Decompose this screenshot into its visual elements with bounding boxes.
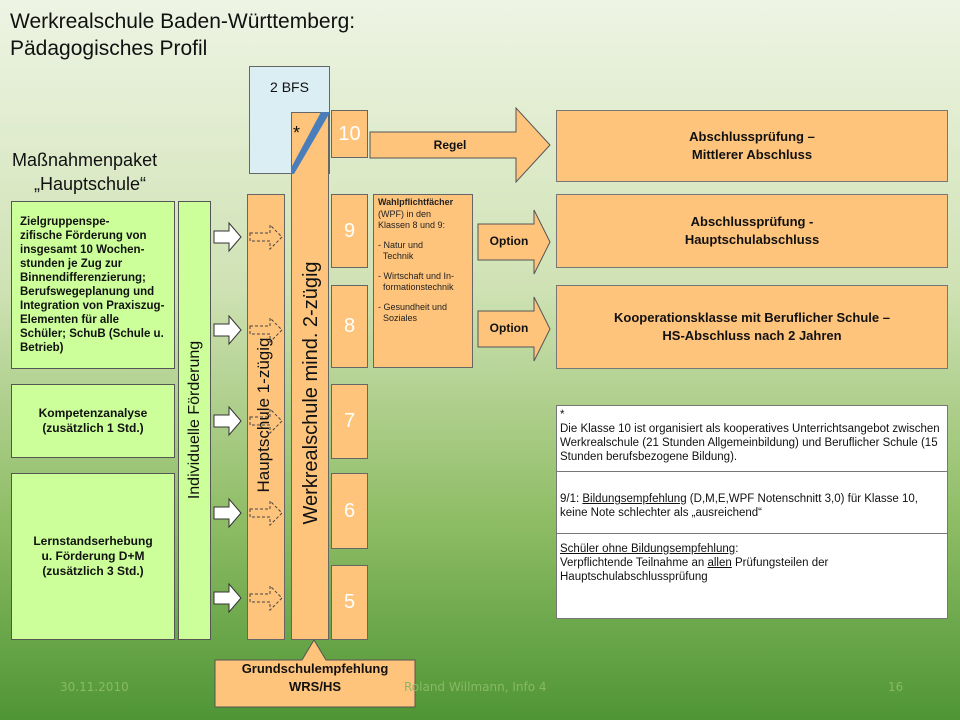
- result-mittlerer-abschluss: Abschlussprüfung – Mittlerer Abschluss: [556, 110, 948, 182]
- page-title: Werkrealschule Baden-Württemberg: Pädago…: [10, 8, 355, 62]
- option-arrow-2: [477, 296, 551, 362]
- grade-10: 10: [331, 110, 368, 158]
- dashed-arrow-overlay-4: [249, 499, 283, 527]
- note3-part-a: : Verpflichtende Teilnahme an: [560, 543, 739, 569]
- option-label-1: Option: [489, 234, 529, 248]
- grade-5: 5: [331, 565, 368, 640]
- grade-6: 6: [331, 473, 368, 549]
- triangle-layer: [291, 112, 329, 174]
- hollow-arrow-5: [213, 582, 242, 614]
- note2-underlined: Bildungsempfehlung: [582, 493, 687, 505]
- option-arrow-1: [477, 209, 551, 275]
- note-bildungsempfehlung: 9/1: Bildungsempfehlung (D,M,E,WPF Noten…: [557, 472, 947, 534]
- blue-wedge: [291, 112, 329, 174]
- dashed-arrow-overlay-1: [249, 223, 283, 251]
- wpf-line-4: Technik: [378, 251, 414, 261]
- grade-7: 7: [331, 384, 368, 459]
- measures-line-2: „Hauptschule“: [34, 174, 147, 194]
- individuelle-foerderung-box: Individuelle Förderung: [178, 201, 211, 640]
- hollow-arrow-3: [213, 405, 242, 437]
- note3-underlined-allen: allen: [707, 557, 732, 569]
- hollow-arrow-1: [213, 221, 242, 253]
- dashed-arrow-overlay-5: [249, 584, 283, 612]
- measures-line-1: Maßnahmenpaket: [12, 150, 158, 170]
- wpf-line-10: Soziales: [378, 313, 418, 323]
- note2-rest: (D,M,E,WPF Notenschnitt 3,0) für Klasse …: [560, 493, 918, 519]
- wpf-line-6: - Wirtschaft und In-: [378, 270, 455, 281]
- hauptschule-label: Hauptschule 1-zügig: [254, 337, 273, 493]
- regel-label: Regel: [433, 138, 467, 152]
- note-ohne-empfehlung: Schüler ohne Bildungsempfehlung: Verpfli…: [557, 534, 947, 586]
- wpf-line-1: Klassen 8 und 9:: [378, 220, 446, 230]
- grade-8: 8: [331, 285, 368, 368]
- dashed-arrow-overlay-3: [249, 407, 283, 435]
- hollow-arrows: [213, 221, 242, 614]
- measures-heading: Maßnahmenpaket „Hauptschule“: [12, 148, 157, 196]
- werkrealschule-label: Werkrealschule mind. 2-zügig: [300, 261, 322, 525]
- note2-prefix: 9/1:: [560, 493, 583, 505]
- lernstand-box: Lernstandserhebung u. Förderung D+M (zus…: [11, 473, 175, 640]
- result-hauptschulabschluss: Abschlussprüfung - Hauptschulabschluss: [556, 194, 948, 268]
- title-line-2: Pädagogisches Profil: [10, 37, 208, 60]
- wpf-box: Wahlpflichtfächer (WPF) in den Klassen 8…: [373, 194, 473, 368]
- kompetenz-box: Kompetenzanalyse (zusätzlich 1 Std.): [11, 384, 175, 458]
- option-label-2: Option: [489, 321, 529, 335]
- footer-page: 16: [888, 680, 904, 694]
- note-kooperativ: * Die Klasse 10 ist organisiert als koop…: [557, 406, 947, 472]
- wpf-line-9: - Gesundheit und: [378, 301, 448, 312]
- wpf-line-0: (WPF) in den: [378, 208, 432, 219]
- result-kooperationsklasse: Kooperationsklasse mit Beruflicher Schul…: [556, 285, 948, 369]
- footer-date: 30.11.2010: [60, 680, 129, 694]
- grundschul-label: Grundschulempfehlung WRS/HS: [241, 661, 389, 694]
- note3-underlined: Schüler ohne Bildungsempfehlung: [560, 543, 736, 555]
- note3-part-b: Prüfungsteilen der Hauptschulabschlusspr…: [560, 557, 829, 583]
- bfs-label: 2 BFS: [270, 79, 309, 95]
- werkrealschule-bar: [291, 112, 329, 640]
- notes-box: * Die Klasse 10 ist organisiert als koop…: [556, 405, 948, 619]
- wpf-line-7: formationstechnik: [378, 282, 454, 292]
- star-marker: *: [293, 123, 301, 143]
- title-line-1: Werkrealschule Baden-Württemberg:: [10, 10, 356, 33]
- footer-author: Roland Willmann, Info 4: [404, 680, 547, 694]
- dashed-arrow-overlay-2: [249, 316, 283, 344]
- hollow-arrow-2: [213, 314, 242, 346]
- regel-arrow: [369, 106, 551, 184]
- hollow-arrow-4: [213, 497, 242, 529]
- zielgruppen-box: Zielgruppenspe- zifische Förderung von i…: [11, 201, 175, 369]
- grade-9: 9: [331, 194, 368, 268]
- grundschul-arrow: [214, 639, 416, 708]
- wpf-line-3: - Natur und: [378, 239, 424, 250]
- wpf-title: Wahlpflichtfächer: [378, 197, 454, 207]
